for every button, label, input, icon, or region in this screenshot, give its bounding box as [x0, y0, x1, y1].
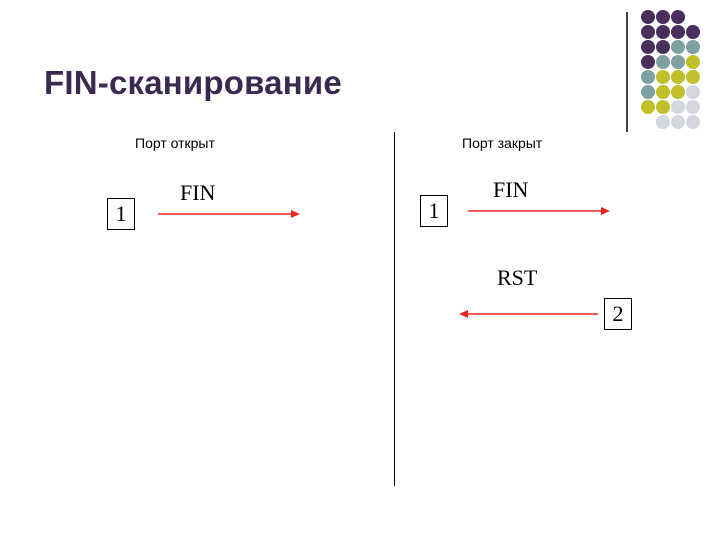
decorative-dot: [686, 85, 700, 99]
closed-port-fin-arrow: [468, 204, 613, 218]
decorative-dot: [656, 100, 670, 114]
closed-port-fin-label: FIN: [493, 177, 528, 203]
decorative-dot: [656, 70, 670, 84]
decorative-dot: [641, 55, 655, 69]
decorative-dot: [671, 70, 685, 84]
decorative-dot: [641, 25, 655, 39]
decorative-dot: [686, 70, 700, 84]
closed-port-step-box: 1: [420, 195, 448, 227]
decorative-dot: [641, 100, 655, 114]
decorative-dot: [656, 115, 670, 129]
decorative-dot: [656, 10, 670, 24]
decorative-dot: [671, 40, 685, 54]
decorative-dot: [641, 70, 655, 84]
open-port-fin-label: FIN: [180, 180, 215, 206]
decorative-dot: [686, 55, 700, 69]
decorative-dot: [671, 10, 685, 24]
decorative-dot: [686, 40, 700, 54]
decorative-dot: [671, 55, 685, 69]
decorative-dot: [641, 85, 655, 99]
decorative-dot: [686, 25, 700, 39]
decorative-dot: [656, 25, 670, 39]
open-port-label: Порт открыт: [135, 135, 215, 151]
decorative-dot: [686, 100, 700, 114]
slide-title: FIN-сканирование: [44, 64, 342, 102]
decorative-dot: [656, 55, 670, 69]
open-port-step-box: 1: [107, 198, 135, 230]
decorative-dot: [641, 10, 655, 24]
closed-port-rst-label: RST: [497, 265, 537, 291]
column-divider: [394, 132, 395, 486]
closed-port-rst-arrow: [459, 307, 599, 321]
decorative-dot: [671, 25, 685, 39]
decorative-dot: [656, 85, 670, 99]
decorative-dot: [671, 115, 685, 129]
decorative-dot: [656, 40, 670, 54]
decorative-dot: [641, 40, 655, 54]
decorative-dot: [671, 100, 685, 114]
closed-port-label: Порт закрыт: [462, 135, 542, 151]
open-port-fin-arrow: [158, 207, 303, 221]
decorative-dot: [671, 85, 685, 99]
decorative-dot: [686, 115, 700, 129]
decorative-vertical-line: [626, 12, 628, 132]
closed-port-reply-step-box: 2: [604, 298, 632, 330]
